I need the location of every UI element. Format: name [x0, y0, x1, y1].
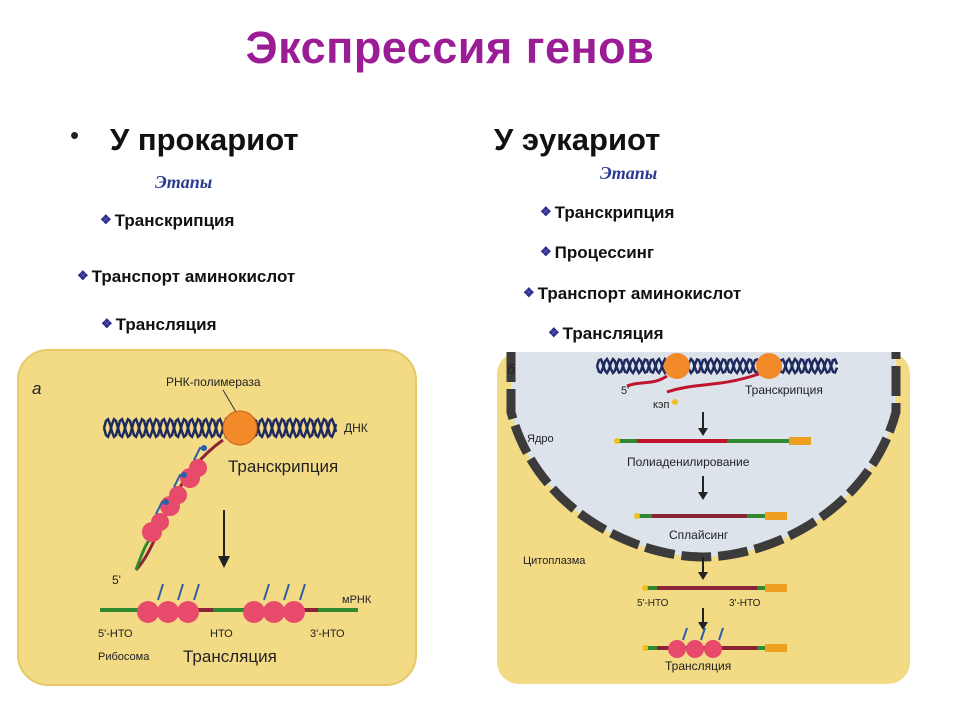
prokaryote-diagram: а ДНК РНК-полимераза Транскрипция 5' 5'-… [17, 349, 417, 686]
prokaryote-stages-label: Этапы [155, 172, 213, 192]
polya-tail [765, 584, 787, 592]
polya-tail [765, 644, 787, 652]
dna-strand [102, 417, 338, 439]
utr3-label: 3'-НТО [729, 598, 761, 609]
nto-label: НТО [210, 628, 233, 640]
diamond-bullet-icon: ❖ [100, 212, 112, 227]
ribosome [160, 472, 187, 516]
nucleus-region [511, 352, 896, 557]
ribosome-label: Рибосома [98, 651, 150, 663]
five-prime-label: 5' [112, 573, 121, 587]
polya-tail [765, 512, 787, 520]
polyadenylation-label: Полиаденилирование [627, 455, 750, 469]
rna-polymerase [222, 410, 258, 446]
prokaryote-stage-item: ❖Трансляция [101, 315, 217, 334]
eukaryote-diagram: б 5' кэп Транскрипция Ядро Полиаденилиро… [497, 352, 910, 684]
eukaryote-stage-item: ❖Трансляция [548, 324, 664, 343]
utr3-label: 3'-НТО [310, 628, 345, 640]
dna-helix [102, 417, 338, 439]
eukaryote-stages-label: Этапы [600, 163, 658, 183]
prokaryote-heading: У прокариот [110, 122, 299, 157]
mrna-label: мРНК [342, 594, 372, 606]
transcription-label: Транскрипция [228, 457, 338, 476]
five-prime-label: 5' [621, 385, 629, 397]
splicing-label: Сплайсинг [669, 528, 729, 542]
ribosome-group-1 [137, 583, 200, 623]
eukaryote-stage-item: ❖Транспорт аминокислот [523, 284, 742, 303]
ribosome-group-2 [243, 583, 306, 623]
prokaryote-stage-item: ❖Транскрипция [100, 211, 235, 230]
ribosomes-on-mrna [668, 627, 724, 658]
diamond-bullet-icon: ❖ [540, 204, 552, 219]
diamond-bullet-icon: ❖ [77, 268, 89, 283]
diamond-bullet-icon: ❖ [101, 316, 113, 331]
ribosomes-on-strand [142, 445, 207, 542]
diamond-bullet-icon: ❖ [540, 244, 552, 259]
dna-strand [595, 356, 839, 376]
bullet-dot: • [70, 120, 80, 150]
utr5-label: 5'-НТО [98, 628, 133, 640]
panel-letter: б [507, 361, 516, 377]
page-title: Экспрессия генов [245, 22, 655, 73]
rna-polymerase-label: РНК-полимераза [166, 375, 261, 389]
eukaryote-heading: У эукариот [494, 122, 661, 157]
prokaryote-stage-item: ❖Транспорт аминокислот [77, 267, 296, 286]
utr5-label: 5'-НТО [637, 598, 669, 609]
eukaryote-stage-item: ❖Процессинг [540, 243, 655, 262]
diamond-bullet-icon: ❖ [548, 325, 560, 340]
dna-strand [102, 417, 338, 439]
cytoplasm-label: Цитоплазма [523, 555, 586, 567]
cap-label: кэп [653, 399, 670, 411]
rna-polymerase [756, 353, 782, 379]
eukaryote-stage-item: ❖Транскрипция [540, 203, 675, 222]
dna-helix [595, 356, 839, 376]
diamond-bullet-icon: ❖ [523, 285, 535, 300]
ribosome [142, 499, 169, 542]
panel-letter: а [32, 379, 41, 398]
translation-label: Трансляция [665, 659, 731, 673]
dna-strand [595, 356, 839, 376]
nucleus-label: Ядро [527, 433, 554, 445]
rna-polymerase [664, 353, 690, 379]
polya-tail [789, 437, 811, 445]
dna-label: ДНК [344, 421, 368, 435]
translation-label: Трансляция [183, 647, 277, 666]
transcription-label: Транскрипция [745, 383, 823, 397]
